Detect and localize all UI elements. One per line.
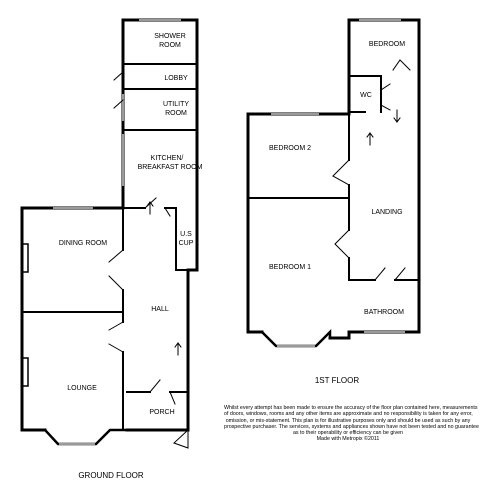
door-swing-icon xyxy=(149,379,176,405)
fireplace-icon xyxy=(21,243,29,273)
bedroom1-bay-window xyxy=(260,328,332,348)
disclaimer-line: of doors, windows, rooms and any other i… xyxy=(224,411,473,418)
door-swing-icon xyxy=(173,428,189,449)
door-swing-icon xyxy=(113,71,124,109)
label-first-floor: 1ST FLOOR xyxy=(315,376,360,385)
label-dining-room: DINING ROOM xyxy=(59,240,107,247)
up-arrow-icon xyxy=(174,342,182,356)
lounge-bay-window xyxy=(43,428,129,446)
disclaimer-line: prospective purchaser. The services, sys… xyxy=(224,423,479,430)
label-bedroom-1: BEDROOM 1 xyxy=(269,264,311,271)
label-kitchen: KITCHEN/BREAKFAST ROOM xyxy=(138,155,203,171)
disclaimer-text: Whilst every attempt has been made to en… xyxy=(224,405,479,443)
label-bedroom: BEDROOM xyxy=(369,41,405,48)
up-arrow-icon xyxy=(146,201,154,215)
door-swing-icon xyxy=(108,249,124,291)
door-swing-icon xyxy=(392,59,411,71)
wall-uscup xyxy=(175,207,189,271)
label-wc: WC xyxy=(360,92,372,99)
disclaimer-line: omission, or mis-statement. This plan is… xyxy=(225,417,471,424)
label-bedroom-2: BEDROOM 2 xyxy=(269,145,311,152)
up-arrow-icon xyxy=(366,132,374,146)
disclaimer-line: Whilst every attempt has been made to en… xyxy=(224,405,478,411)
door-swing-icon xyxy=(108,321,124,353)
door-swing-icon xyxy=(332,159,350,186)
first-floor-plan xyxy=(246,18,421,348)
label-bathroom: BATHROOM xyxy=(364,309,404,316)
fireplace-icon xyxy=(21,357,29,387)
down-arrow-icon xyxy=(393,109,401,123)
label-hall: HALL xyxy=(151,306,169,313)
label-porch: PORCH xyxy=(149,409,174,416)
label-lounge: LOUNGE xyxy=(67,385,97,392)
door-swing-icon xyxy=(380,83,391,111)
label-lobby: LOBBY xyxy=(164,75,188,82)
disclaimer-line: as to their operability or efficiency ca… xyxy=(292,430,404,437)
first-floor-outer-wall xyxy=(246,18,421,340)
label-ground-floor: GROUND FLOOR xyxy=(78,471,144,480)
ground-floor-plan xyxy=(20,18,199,449)
door-swing-icon xyxy=(374,267,406,281)
disclaimer-line: Made with Metropix ©2011 xyxy=(316,436,380,443)
door-swing-icon xyxy=(334,229,350,259)
label-landing: LANDING xyxy=(371,209,402,216)
